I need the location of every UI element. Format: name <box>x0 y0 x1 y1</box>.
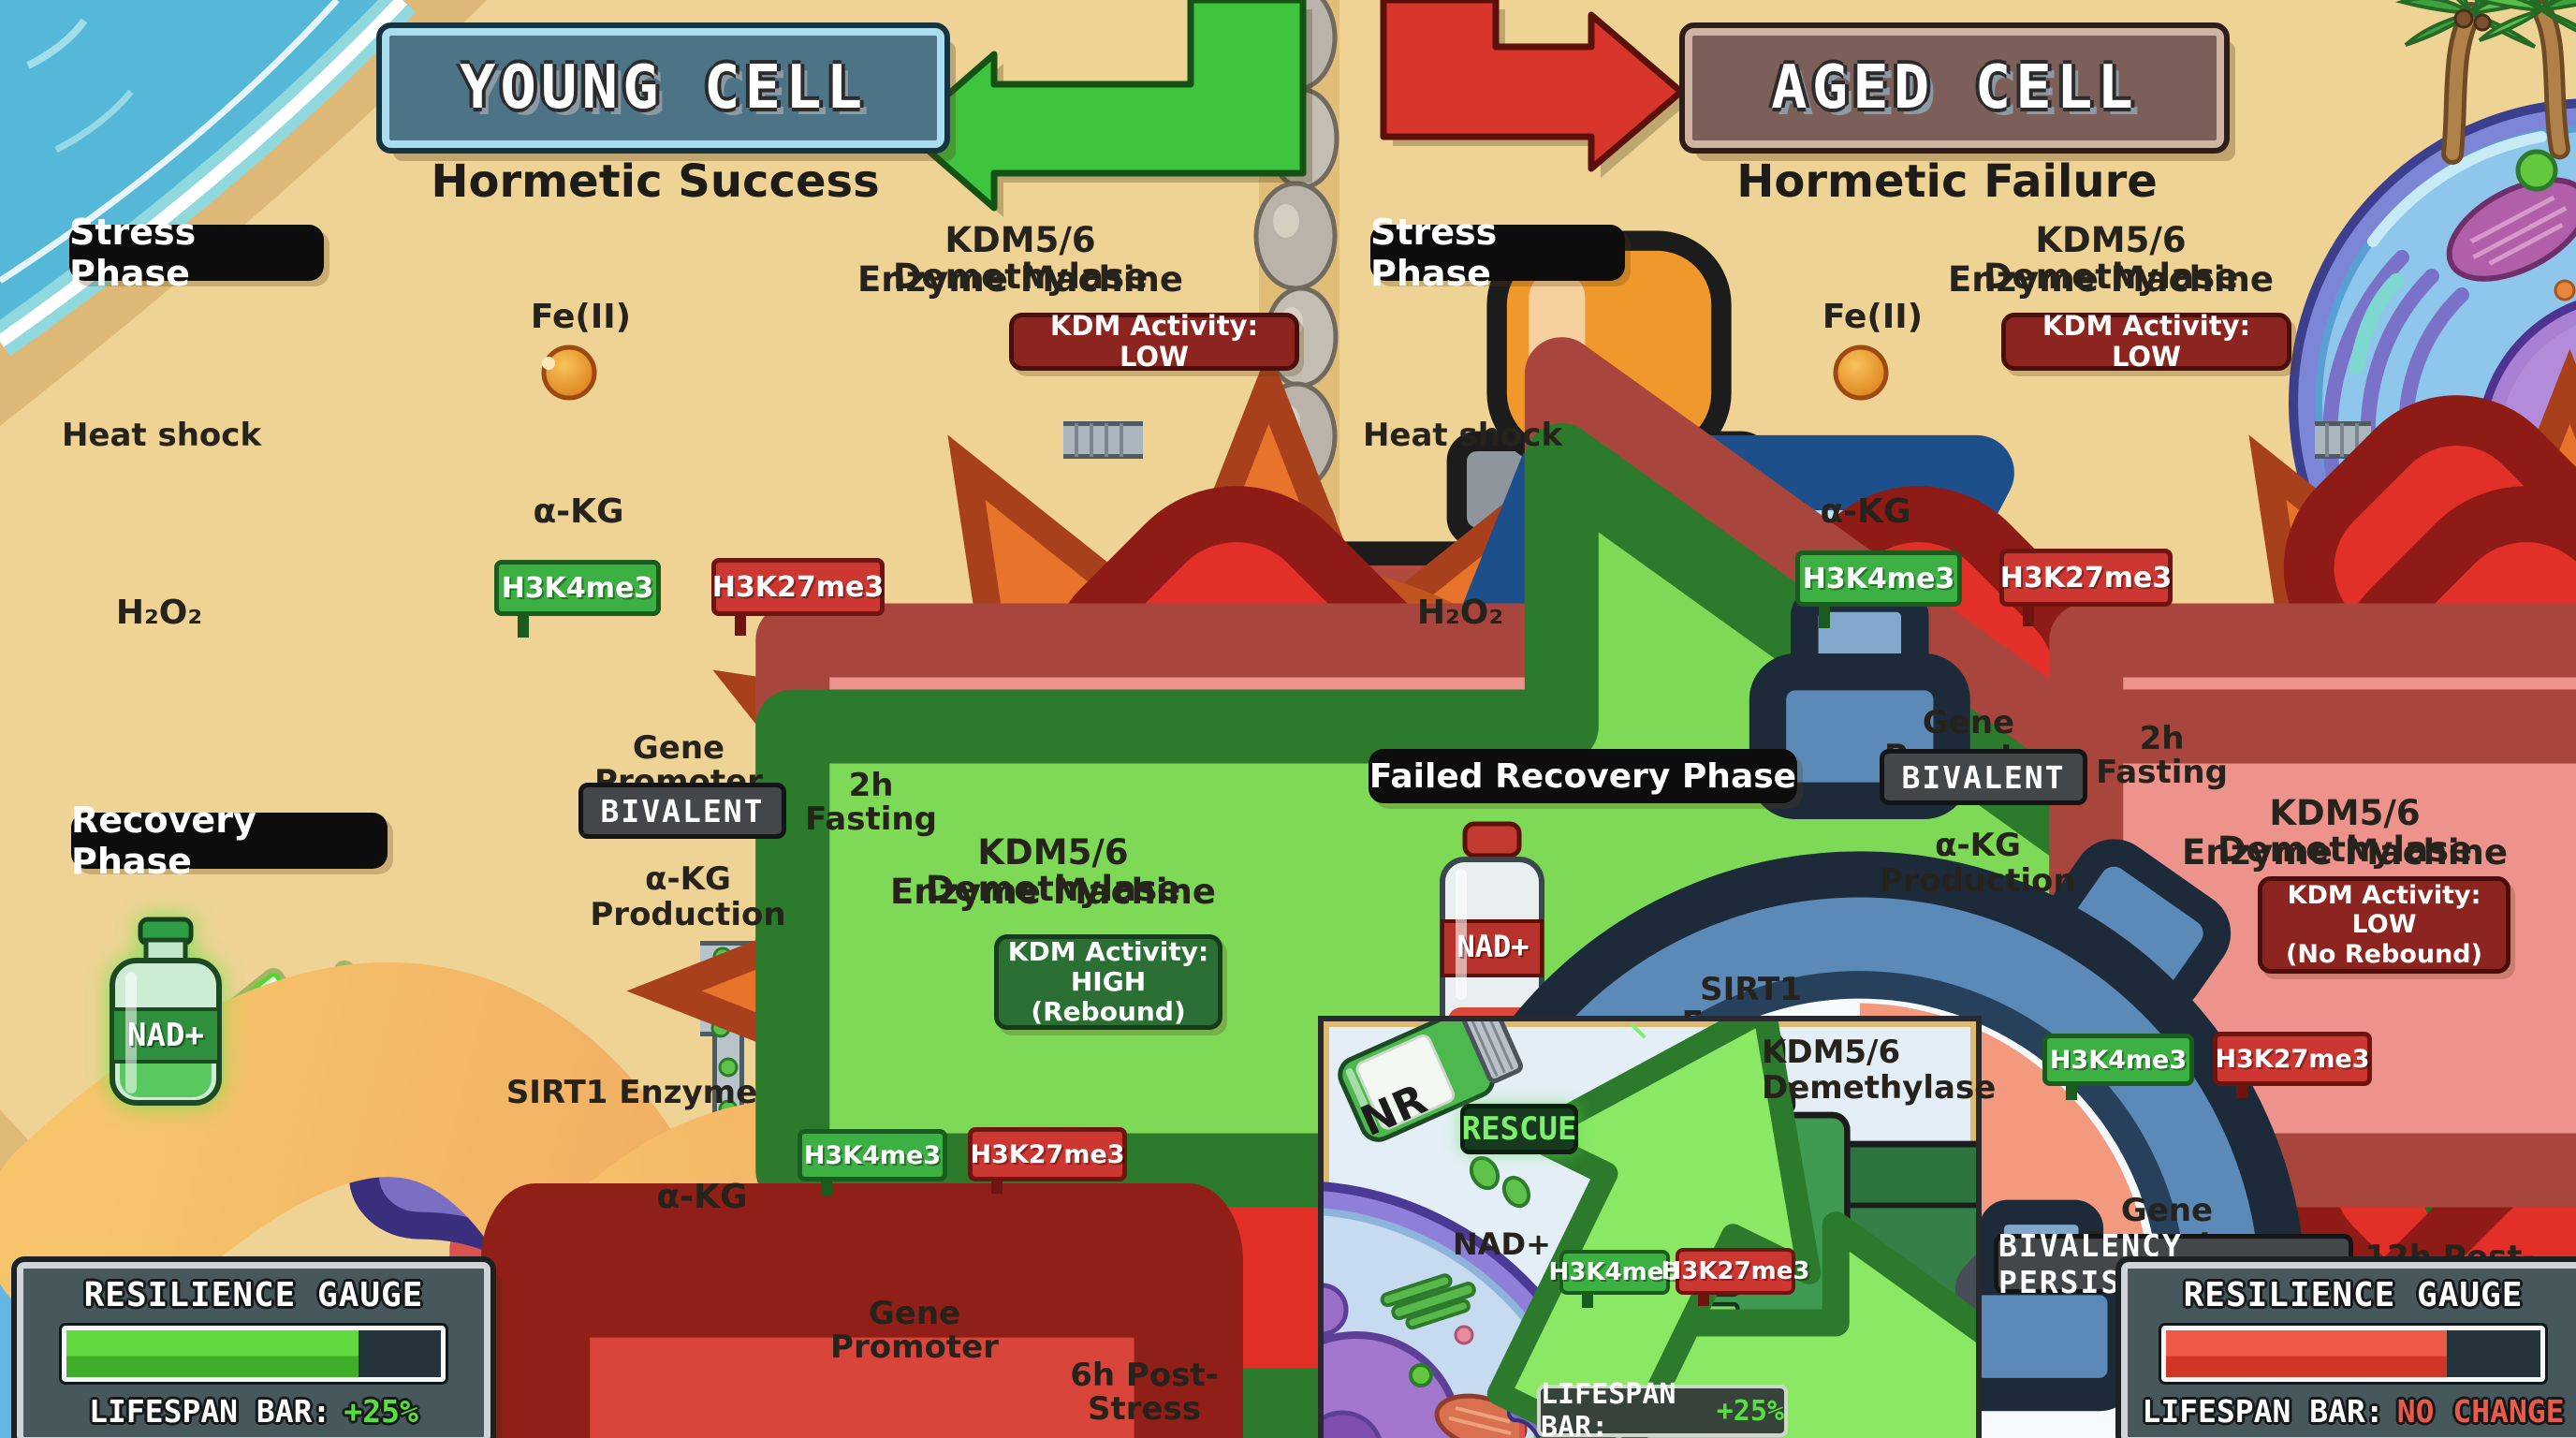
gauge-title: RESILIENCE GAUGE <box>2183 1276 2524 1314</box>
h2o2-label-young: H₂O₂ <box>115 594 203 632</box>
nr-rescue-inset: NR RESCUE NAD+ KDM5/6 Demethylase H3K4me… <box>1318 1016 1997 1438</box>
fe-label-aged: Fe(II) <box>1822 298 1924 336</box>
aged-subtitle: Hormetic Failure <box>1736 155 2158 208</box>
machine-title-aged-stress-1: KDM5/6 Demethylase <box>1983 220 2239 297</box>
resilience-gauge-aged: RESILIENCE GAUGE LIFESPAN BAR: NO CHANGE <box>2115 1256 2576 1438</box>
nad-bottle-label-aged: NAD+ <box>1456 929 1530 964</box>
flag-label: H3K27me3 <box>970 1139 1125 1169</box>
lifespan-value: +25% <box>1716 1394 1784 1428</box>
fasting-timer-young: 2h Fasting <box>805 767 937 838</box>
nr-bottle <box>1338 1021 1524 1142</box>
fe-label-young: Fe(II) <box>530 298 632 336</box>
failed-recovery-phase-badge: Failed Recovery Phase <box>1368 749 1797 803</box>
akg-production-aged-2: Production <box>1880 862 2076 900</box>
kdm-activity-badge-aged-stress: KDM Activity: LOW <box>2001 310 2291 373</box>
aged-cell-title-box: AGED CELL <box>1679 22 2230 154</box>
lifespan-value: NO CHANGE <box>2396 1393 2565 1430</box>
stress-phase-badge-young: Stress Phase <box>69 212 324 294</box>
post-stress-timer-young: 6h Post-Stress <box>1070 1357 1219 1428</box>
lifespan-bar-inset: LIFESPAN BAR: +25% <box>1537 1378 1788 1438</box>
badge-line: KDM Activity: LOW <box>2287 881 2481 940</box>
nad-bottle-young <box>110 917 222 1106</box>
aged-arrow <box>1380 0 1690 178</box>
machine-title-young-stress-1: KDM5/6 Demethylase <box>892 220 1149 297</box>
h3k27me3-flag-young-recovery: H3K27me3 <box>968 1127 1127 1194</box>
lifespan-bar-track <box>2159 1323 2548 1385</box>
akg-label-young-stress: α-KG <box>533 492 624 531</box>
h2o2-label-aged: H₂O₂ <box>1416 594 1504 632</box>
akg-label-aged-stress: α-KG <box>1820 492 1911 531</box>
machine-title-aged-stress-2: Enzyme Machine <box>1948 259 2274 300</box>
akg-label-young-recovery: α-KG <box>656 1178 748 1216</box>
kdm-label-inset-2: Demethylase <box>1762 1069 1997 1107</box>
young-cell-title: YOUNG CELL <box>459 53 868 123</box>
h3k4me3-flag-young-recovery: H3K4me3 <box>798 1129 947 1196</box>
lifespan-bar-fill <box>2166 1330 2447 1377</box>
flag-label: H3K4me3 <box>803 1140 942 1170</box>
fasting-timer-aged: 2h Fasting <box>2096 720 2228 791</box>
inset-artwork <box>1324 1021 1976 1438</box>
h3k4me3-flag-aged-bottom: H3K4me3 <box>2042 1034 2194 1100</box>
flag-label: H3K27me3 <box>2215 1044 2370 1074</box>
sirt1-label-young: SIRT1 Enzyme <box>505 1074 758 1111</box>
flag-label: H3K4me3 <box>501 571 654 605</box>
h3k27me3-flag-inset: H3K27me3 <box>1661 1248 1810 1306</box>
lifespan-bar-track <box>59 1323 448 1385</box>
recovery-phase-badge: Recovery Phase <box>71 800 388 882</box>
h3k4me3-flag-inset: H3K4me3 <box>1549 1250 1680 1308</box>
lifespan-bar-fill <box>66 1330 359 1377</box>
lifespan-label: LIFESPAN BAR: <box>1541 1378 1676 1438</box>
h3k4me3-flag-aged-stress: H3K4me3 <box>1795 550 1962 628</box>
young-cell-title-box: YOUNG CELL <box>376 22 950 154</box>
kdm-label-inset-1: KDM5/6 <box>1762 1034 1901 1071</box>
flag-label: H3K4me3 <box>1802 562 1955 595</box>
badge-line: HIGH (Rebound) <box>1031 965 1186 1028</box>
fe-ion-young <box>541 345 597 401</box>
flag-label: H3K4me3 <box>2049 1045 2188 1075</box>
flag-label: H3K27me3 <box>1999 561 2173 594</box>
fe-ion-aged <box>1833 345 1889 401</box>
bivalent-badge-aged: BIVALENT <box>1880 749 2087 805</box>
h3k27me3-flag-young-stress: H3K27me3 <box>711 558 885 636</box>
resilience-gauge-young: RESILIENCE GAUGE LIFESPAN BAR: +25% <box>11 1256 496 1438</box>
badge-line: KDM Activity: <box>1007 935 1209 967</box>
kdm-activity-badge-young-stress: KDM Activity: LOW <box>1009 310 1299 373</box>
stress-phase-badge-aged: Stress Phase <box>1370 212 1625 294</box>
rescue-badge: RESCUE <box>1460 1104 1578 1154</box>
fe-ion-highlight <box>542 357 555 370</box>
lifespan-label: LIFESPAN BAR: <box>2142 1393 2384 1430</box>
machine-title-young-recovery-1: KDM5/6 Demethylase <box>925 832 1181 909</box>
young-subtitle: Hormetic Success <box>431 155 880 208</box>
akg-production-young-2: Production <box>590 896 786 933</box>
gauge-title: RESILIENCE GAUGE <box>83 1276 424 1314</box>
heat-shock-label-aged: Heat shock <box>1362 417 1563 454</box>
badge-line: (No Rebound) <box>2286 939 2482 969</box>
akg-production-young-1: α-KG <box>645 860 731 898</box>
machine-title-young-recovery-2: Enzyme Machine <box>890 872 1216 912</box>
flag-label: H3K27me3 <box>1661 1257 1810 1285</box>
lifespan-value: +25% <box>344 1393 418 1430</box>
nad-bottle-label-young: NAD+ <box>127 1017 204 1054</box>
bivalent-badge-young: BIVALENT <box>578 783 786 839</box>
flag-label: H3K4me3 <box>1548 1258 1681 1286</box>
akg-production-aged-1: α-KG <box>1935 827 2021 864</box>
gene-promoter-young-recovery: Gene Promoter <box>830 1295 999 1366</box>
heat-shock-label-young: Heat shock <box>61 417 262 454</box>
machine-title-aged-failed-1: KDM5/6 Demethylase <box>2217 793 2473 870</box>
aged-cell-title: AGED CELL <box>1771 53 2138 123</box>
palm-trees <box>2394 0 2576 165</box>
flag-label: H3K27me3 <box>711 570 885 604</box>
kdm-activity-badge-young-recovery: KDM Activity: HIGH (Rebound) <box>994 934 1222 1030</box>
h3k27me3-flag-aged-stress: H3K27me3 <box>1999 549 2173 626</box>
machine-title-aged-failed-2: Enzyme Machine <box>2182 832 2508 873</box>
nad-label-inset: NAD+ <box>1453 1226 1551 1262</box>
kdm-activity-badge-aged-failed: KDM Activity: LOW (No Rebound) <box>2258 876 2510 974</box>
young-arrow <box>902 0 1312 217</box>
nad-molecules <box>1469 1155 1531 1209</box>
lifespan-label: LIFESPAN BAR: <box>89 1393 331 1430</box>
machine-title-young-stress-2: Enzyme Machine <box>857 259 1183 300</box>
h3k27me3-flag-aged-bottom: H3K27me3 <box>2213 1032 2372 1098</box>
h3k4me3-flag-young-stress: H3K4me3 <box>494 560 661 638</box>
